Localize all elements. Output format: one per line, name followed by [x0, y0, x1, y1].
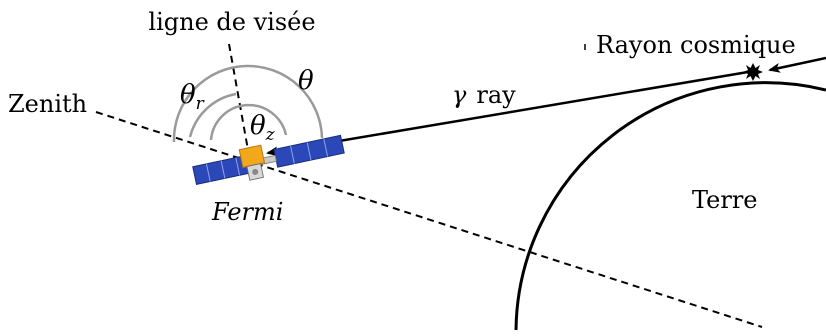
- cosmic-ray-arrow: [768, 56, 826, 73]
- zenith-line: [95, 111, 763, 328]
- theta-r-base: θ: [180, 80, 196, 110]
- gamma-ray-arrow: [266, 70, 749, 157]
- earth-label: Terre: [692, 186, 758, 214]
- theta-z-label: θz: [250, 111, 276, 145]
- theta-z-arc: [209, 103, 288, 141]
- satellite-label: Fermi: [211, 198, 283, 226]
- theta-arc: [172, 64, 324, 143]
- earth-outline: [514, 81, 826, 331]
- theta-r-label: θr: [180, 80, 205, 114]
- fermi-satellite-icon: [192, 134, 345, 185]
- starburst-icon: [743, 63, 763, 81]
- theta-label: θ: [298, 66, 314, 96]
- gamma-ray-word: ray: [476, 81, 516, 109]
- theta-z-subscript: z: [265, 125, 276, 145]
- gamma-symbol: γ: [452, 81, 467, 109]
- line-of-sight: [228, 43, 249, 151]
- cosmic-ray-label: Rayon cosmique: [596, 31, 796, 59]
- line-of-sight-label: ligne de visée: [148, 8, 315, 36]
- theta-r-arc: [188, 92, 237, 138]
- theta-z-base: θ: [250, 111, 266, 141]
- zenith-label: Zenith: [8, 90, 87, 118]
- theta-r-subscript: r: [196, 94, 205, 114]
